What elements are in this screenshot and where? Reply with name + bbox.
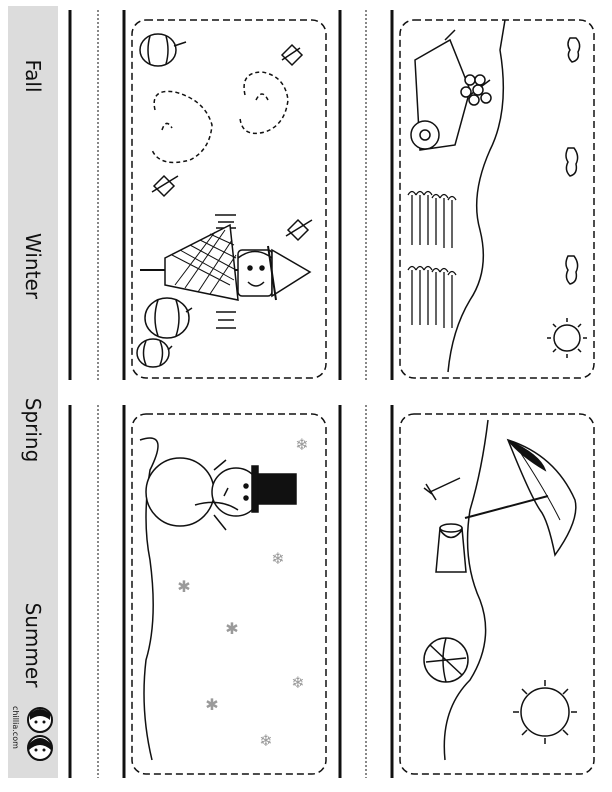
svg-text:❄: ❄	[271, 549, 284, 568]
winter-card	[131, 413, 327, 775]
svg-text:✱: ✱	[177, 577, 190, 596]
svg-text:❄: ❄	[259, 731, 272, 750]
snowflakes: ❄ ❄ ✱ ✱ ❄ ✱ ❄	[177, 435, 308, 750]
fall-illustration	[136, 33, 313, 368]
svg-text:❄: ❄	[295, 435, 308, 454]
spring-card	[399, 19, 595, 379]
summer-card	[399, 413, 595, 775]
season-sidebar	[8, 6, 58, 778]
svg-text:✱: ✱	[225, 619, 238, 638]
svg-text:❄: ❄	[291, 673, 304, 692]
spring-illustration	[407, 19, 587, 373]
summer-illustration	[423, 419, 577, 761]
chillia-logo-icon	[27, 707, 53, 761]
fall-card	[131, 19, 327, 379]
svg-text:✱: ✱	[205, 695, 218, 714]
cut-guides	[68, 10, 394, 778]
winter-illustration	[139, 437, 297, 761]
